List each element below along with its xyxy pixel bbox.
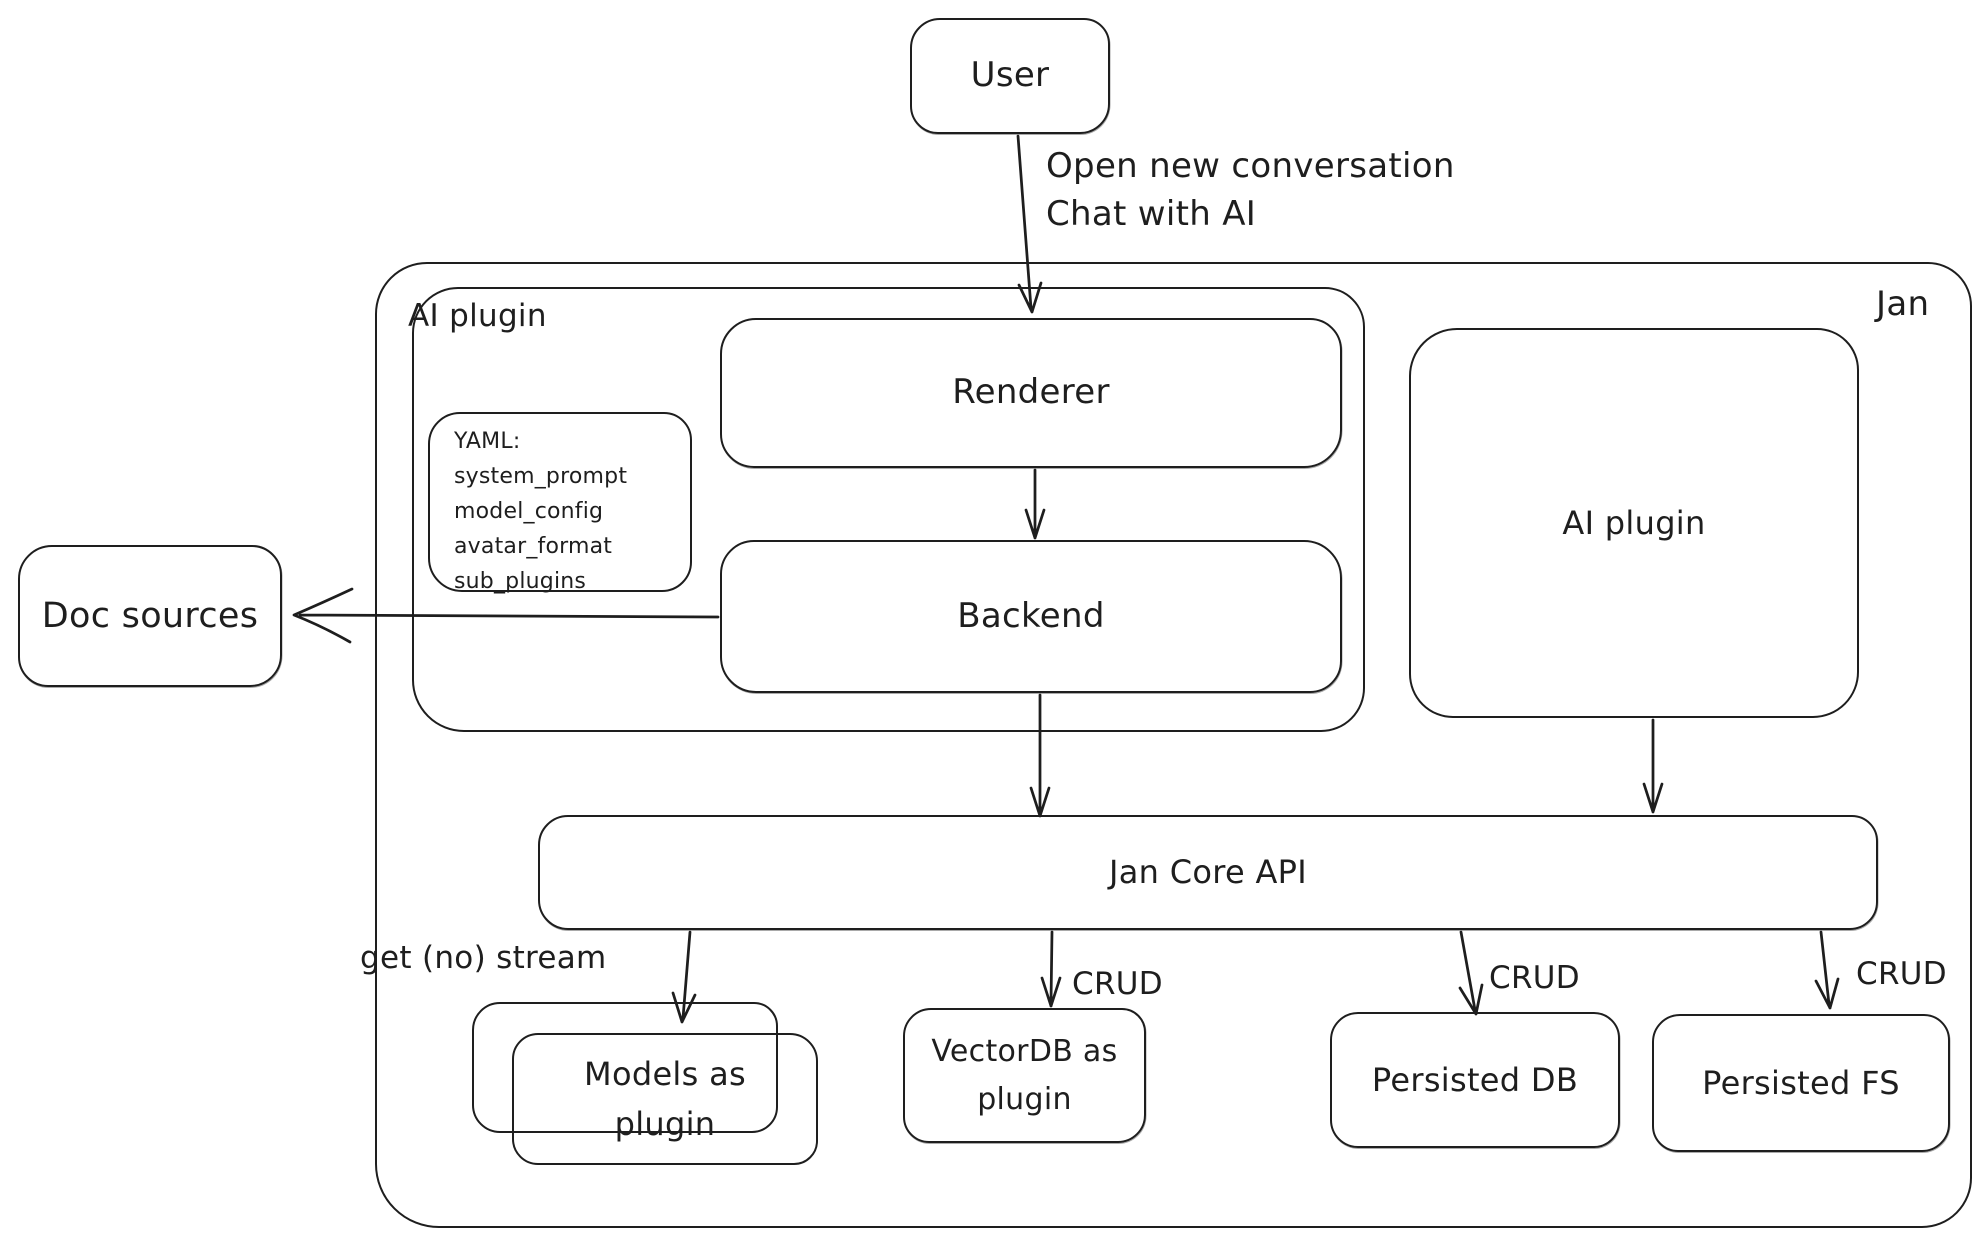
edge-label-crud-persisted-db: CRUD xyxy=(1489,960,1580,996)
jan-core-api-label: Jan Core API xyxy=(1109,853,1307,892)
yaml-note-text: YAML: system_prompt model_config avatar_… xyxy=(454,424,627,599)
ai-plugin-right-label: AI plugin xyxy=(1562,503,1706,542)
ai-plugin-right-node: AI plugin xyxy=(1409,328,1859,718)
doc-sources-node: Doc sources xyxy=(18,545,282,687)
edge-label-open-conversation: Open new conversation xyxy=(1046,146,1455,186)
models-plugin-label: Models as plugin xyxy=(584,1055,746,1143)
edge-label-get-no-stream: get (no) stream xyxy=(360,940,607,976)
ai-plugin-container-label: AI plugin xyxy=(408,298,547,334)
edge-label-crud-vectordb: CRUD xyxy=(1072,966,1163,1002)
renderer-node: Renderer xyxy=(720,318,1342,468)
yaml-line: sub_plugins xyxy=(454,569,587,594)
persisted-fs-label: Persisted FS xyxy=(1702,1063,1900,1102)
ai-plugin-container xyxy=(412,287,1365,732)
yaml-line: avatar_format xyxy=(454,534,613,559)
yaml-line: system_prompt xyxy=(454,464,628,489)
edge-label-crud-persisted-fs: CRUD xyxy=(1856,956,1947,992)
persisted-db-node: Persisted DB xyxy=(1330,1012,1620,1148)
backend-node-label: Backend xyxy=(957,595,1105,636)
jan-container xyxy=(375,262,1972,1228)
edge-label-chat-with-ai: Chat with AI xyxy=(1046,194,1257,234)
persisted-fs-node: Persisted FS xyxy=(1652,1014,1950,1152)
backend-node: Backend xyxy=(720,540,1342,693)
user-node-label: User xyxy=(970,55,1050,96)
yaml-line: model_config xyxy=(454,499,604,524)
jan-core-api-node: Jan Core API xyxy=(538,815,1878,930)
models-plugin-node: Models as plugin xyxy=(512,1033,818,1165)
jan-container-label: Jan xyxy=(1876,284,1930,324)
models-plugin-node-back xyxy=(472,1002,778,1133)
vectordb-plugin-node: VectorDB as plugin xyxy=(903,1008,1146,1143)
doc-sources-label: Doc sources xyxy=(41,595,259,636)
user-node: User xyxy=(910,18,1110,134)
vectordb-plugin-label: VectorDB as plugin xyxy=(931,1033,1118,1117)
yaml-line: YAML: xyxy=(454,429,521,454)
yaml-note: YAML: system_prompt model_config avatar_… xyxy=(428,412,692,594)
renderer-node-label: Renderer xyxy=(952,372,1110,413)
persisted-db-label: Persisted DB xyxy=(1371,1060,1579,1099)
